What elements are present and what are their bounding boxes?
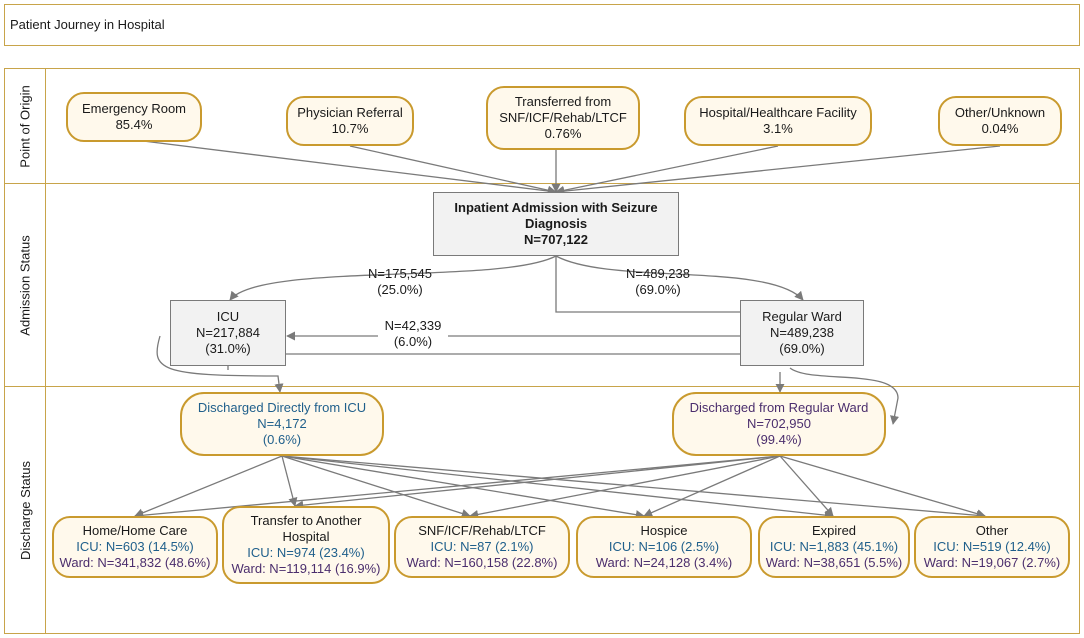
edge-ward-to-transfer — [294, 455, 781, 510]
edge-icu-to-expired — [281, 455, 834, 520]
edge-physician-to-admission — [349, 145, 557, 195]
inpatient-admission-box: Inpatient Admission with Seizure Diagnos… — [433, 192, 679, 256]
outcome-expired: Expired ICU: N=1,883 (45.1%) Ward: N=38,… — [758, 516, 910, 578]
outcome-transfer-hospital: Transfer to Another Hospital ICU: N=974 … — [222, 506, 390, 584]
edge-icu-to-transfer — [281, 455, 298, 507]
outcome-other: Other ICU: N=519 (12.4%) Ward: N=19,067 … — [914, 516, 1070, 578]
outcome-snf: SNF/ICF/Rehab/LTCF ICU: N=87 (2.1%) Ward… — [394, 516, 570, 578]
edge-hospital-to-admission — [555, 145, 779, 195]
origin-hospital-facility: Hospital/Healthcare Facility 3.1% — [684, 96, 872, 146]
discharged-icu-node: Discharged Directly from ICU N=4,172 (0.… — [180, 392, 384, 456]
origin-other-unknown: Other/Unknown 0.04% — [938, 96, 1062, 146]
edge-admission-to-icu — [229, 255, 557, 301]
regular-ward-box: Regular Ward N=489,238 (69.0%) — [740, 300, 864, 366]
flow-ward-to-icu-label: N=42,339 (6.0%) — [378, 318, 448, 350]
origin-physician-referral: Physician Referral 10.7% — [286, 96, 414, 146]
edge-ward-to-other — [779, 455, 986, 519]
edge-ward-side-to-discharged-ward — [789, 367, 900, 425]
edge-icu-to-snf — [281, 455, 471, 518]
edge-ward-to-expired — [779, 455, 834, 517]
discharged-ward-node: Discharged from Regular Ward N=702,950 (… — [672, 392, 886, 456]
outcome-hospice: Hospice ICU: N=106 (2.5%) Ward: N=24,128… — [576, 516, 752, 578]
flow-to-ward-label: N=489,238 (69.0%) — [626, 266, 690, 297]
edge-er-to-admission — [134, 139, 557, 196]
outcome-home-care: Home/Home Care ICU: N=603 (14.5%) Ward: … — [52, 516, 218, 578]
band-discharge-label-cell — [4, 386, 46, 634]
origin-transferred-snf: Transferred from SNF/ICF/Rehab/LTCF 0.76… — [486, 86, 640, 150]
edge-icu-to-other — [281, 455, 986, 520]
edge-icu-to-discharged-icu — [156, 335, 284, 393]
edge-admission-to-ward — [555, 255, 804, 301]
edge-icu-to-home — [134, 455, 283, 518]
icu-box: ICU N=217,884 (31.0%) — [170, 300, 286, 366]
title-bar — [4, 4, 1080, 46]
origin-emergency-room: Emergency Room 85.4% — [66, 92, 202, 142]
edge-ward-to-hospice — [643, 455, 781, 517]
edge-ward-to-snf — [469, 455, 781, 519]
flow-to-icu-label: N=175,545 (25.0%) — [368, 266, 432, 297]
page-title: Patient Journey in Hospital — [10, 17, 165, 32]
edge-other-to-admission — [555, 145, 1001, 196]
